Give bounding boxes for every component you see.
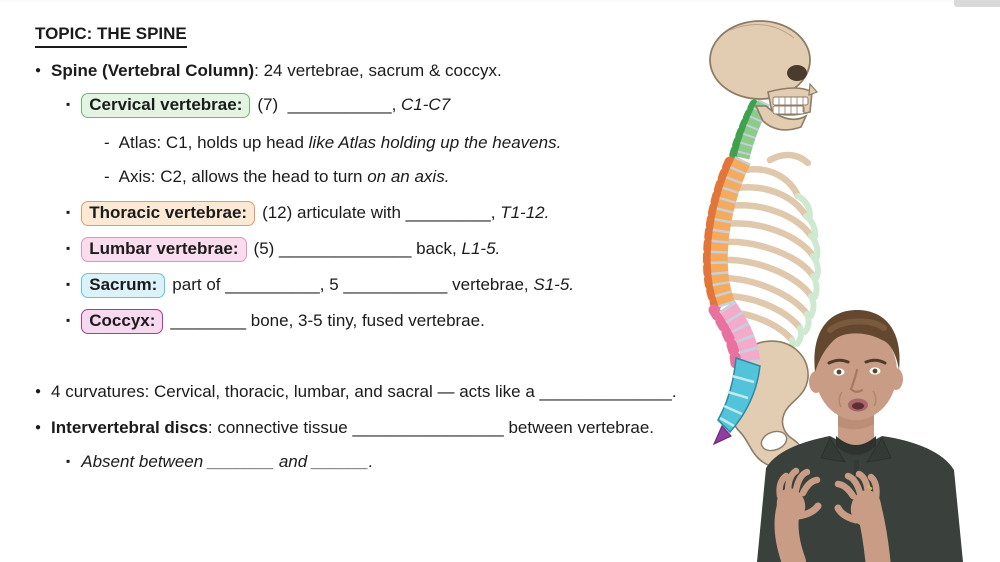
thoracic-range: T1-12. <box>500 203 550 222</box>
topic-title: THE SPINE <box>92 24 187 43</box>
discs-text: : connective tissue ________________ bet… <box>207 418 655 437</box>
sacrum-highlight: Sacrum: <box>81 272 166 298</box>
lumbar-highlight: Lumbar vertebrae: <box>81 236 247 262</box>
coccyx-highlight: Coccyx: <box>81 308 164 334</box>
axis-text: Axis: C2, allows the head to turn <box>118 167 368 186</box>
cervical-text: (7) ___________, <box>257 95 402 114</box>
axis-italic: on an axis. <box>367 167 450 186</box>
square-bullet-icon: ▪ <box>66 205 71 219</box>
skull-illustration <box>709 20 819 131</box>
instructor-right-hand <box>834 470 880 524</box>
wedding-ring <box>866 485 873 490</box>
spine-illustration-and-instructor <box>702 20 963 562</box>
sacrum-text: part of __________, 5 ___________ verteb… <box>172 275 534 294</box>
line-axis: - Axis: C2, allows the head to turn on a… <box>104 163 449 191</box>
instructor-right-arm <box>834 470 891 562</box>
thoracic-text: (12) articulate with _________, <box>262 203 501 222</box>
line-curvatures: ● 4 curvatures: Cervical, thoracic, lumb… <box>35 378 677 406</box>
topic-label: TOPIC: <box>35 24 93 43</box>
spine-text: : 24 vertebrae, sacrum & coccyx. <box>254 61 502 80</box>
square-bullet-icon: ▪ <box>66 97 71 111</box>
page-title: TOPIC: THE SPINE <box>35 22 187 50</box>
instructor-mouth <box>848 398 868 412</box>
sacrum-range: S1-5. <box>533 275 575 294</box>
instructor-video-overlay <box>757 310 963 562</box>
line-thoracic: ▪ Thoracic vertebrae: (12) articulate wi… <box>66 199 549 227</box>
thoracic-spine-illustration <box>702 156 751 311</box>
discs-term: Intervertebral discs <box>51 418 208 437</box>
video-progress-tab <box>954 0 1000 7</box>
frame-top-edge <box>0 0 1000 2</box>
thoracic-highlight: Thoracic vertebrae: <box>81 200 256 226</box>
line-absent: ▪ Absent between _______ and ______. <box>66 448 373 476</box>
coccyx-illustration <box>712 424 732 446</box>
square-bullet-icon: ▪ <box>66 277 71 291</box>
instructor-left-hand <box>776 467 822 520</box>
instructor-collar <box>865 436 892 463</box>
atlas-text: Atlas: C1, holds up head <box>118 133 309 152</box>
line-discs: ● Intervertebral discs : connective tiss… <box>35 414 654 442</box>
square-bullet-icon: ▪ <box>66 454 71 468</box>
instructor-eyes <box>833 367 881 376</box>
instructor-left-arm <box>774 467 822 562</box>
absent-text: Absent between _______ and ______. <box>81 452 374 471</box>
square-bullet-icon: ▪ <box>66 241 71 255</box>
line-spine: ● Spine (Vertebral Column) : 24 vertebra… <box>35 57 502 85</box>
rib-cage-illustration <box>717 151 817 344</box>
bullet-icon: ● <box>35 64 42 76</box>
costal-cartilage-illustration <box>785 193 821 357</box>
line-atlas: - Atlas: C1, holds up head like Atlas ho… <box>104 129 561 157</box>
instructor-eyebrows <box>827 358 887 365</box>
cervical-highlight: Cervical vertebrae: <box>81 92 251 118</box>
curvatures-text: 4 curvatures: Cervical, thoracic, lumbar… <box>51 382 677 401</box>
coccyx-text: ________ bone, 3-5 tiny, fused vertebrae… <box>170 311 485 330</box>
spine-term: Spine (Vertebral Column) <box>51 61 255 80</box>
lumbar-range: L1-5. <box>461 239 501 258</box>
cervical-range: C1-C7 <box>401 95 451 114</box>
lumbar-text: (5) ______________ back, <box>253 239 462 258</box>
instructor-collar <box>820 436 847 463</box>
dash-bullet-icon: - <box>104 167 110 186</box>
line-cervical: ▪ Cervical vertebrae: (7) ___________, C… <box>66 91 450 119</box>
line-coccyx: ▪ Coccyx: ________ bone, 3-5 tiny, fused… <box>66 307 485 335</box>
atlas-italic: like Atlas holding up the heavens. <box>308 133 562 152</box>
bullet-icon: ● <box>35 421 42 433</box>
instructor-nose <box>849 368 864 393</box>
bullet-icon: ● <box>35 385 42 397</box>
square-bullet-icon: ▪ <box>66 313 71 327</box>
sacrum-illustration <box>712 356 761 446</box>
line-lumbar: ▪ Lumbar vertebrae: (5) ______________ b… <box>66 235 500 263</box>
dash-bullet-icon: - <box>104 133 110 152</box>
line-sacrum: ▪ Sacrum: part of __________, 5 ________… <box>66 271 574 299</box>
